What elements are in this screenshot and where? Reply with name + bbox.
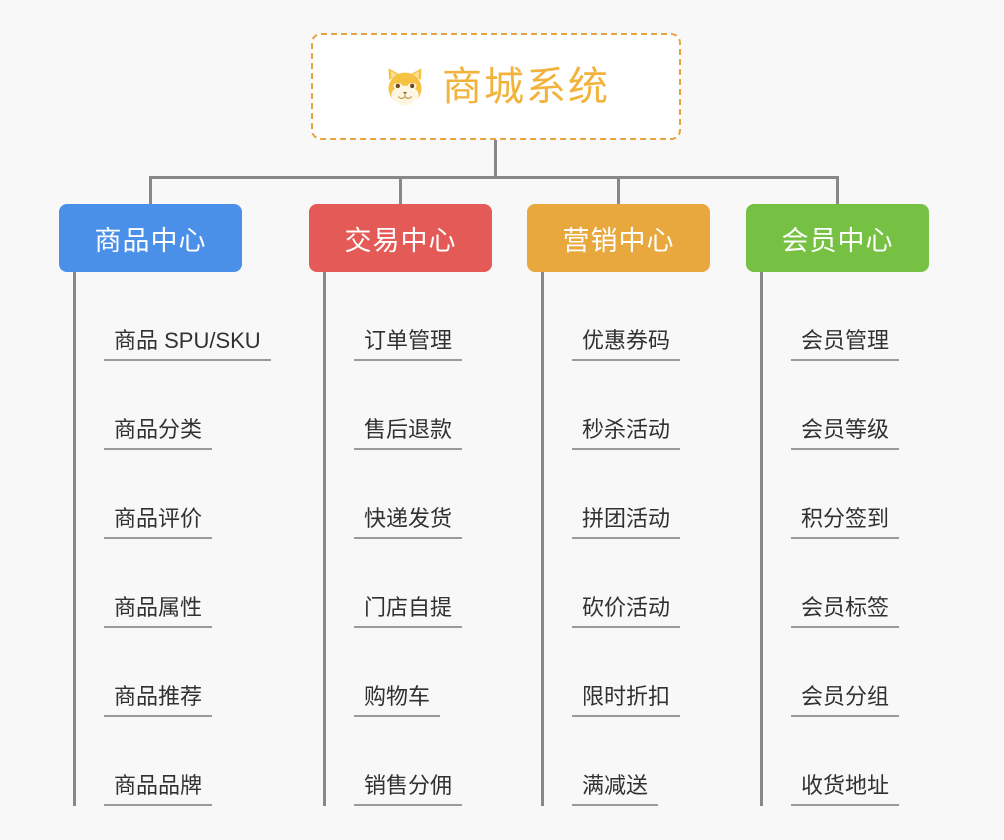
leaf-item[interactable]: 秒杀活动 [544,361,681,450]
leaf-label: 收货地址 [791,773,900,806]
leaf-item[interactable]: 拼团活动 [544,450,681,539]
leaf-label: 商品评价 [104,506,213,539]
branch-items-2: 订单管理 售后退款 快递发货 门店自提 购物车 销售分佣 [323,272,463,806]
leaf-item[interactable]: 商品品牌 [76,717,271,806]
branch-header-label-4: 会员中心 [781,225,894,256]
leaf-item[interactable]: 商品属性 [76,539,271,628]
leaf-label: 销售分佣 [354,773,463,806]
leaf-label: 售后退款 [354,417,463,450]
leaf-label: 会员分组 [791,684,900,717]
leaf-label: 会员管理 [791,328,900,361]
leaf-label: 会员等级 [791,417,900,450]
leaf-item[interactable]: 会员分组 [763,628,900,717]
branch-header-2[interactable]: 交易中心 [309,204,492,272]
leaf-label: 快递发货 [354,506,463,539]
leaf-label: 会员标签 [791,595,900,628]
branch-header-label-2: 交易中心 [344,225,457,256]
connector-root-stem [494,140,497,178]
shiba-dog-icon [382,64,428,110]
leaf-item[interactable]: 会员管理 [763,272,900,361]
branch-header-1[interactable]: 商品中心 [59,204,242,272]
branch-header-4[interactable]: 会员中心 [746,204,929,272]
root-node-title: 商城系统 [442,64,610,109]
branch-header-3[interactable]: 营销中心 [527,204,710,272]
leaf-item[interactable]: 砍价活动 [544,539,681,628]
leaf-item[interactable]: 会员标签 [763,539,900,628]
leaf-item[interactable]: 收货地址 [763,717,900,806]
leaf-label: 商品品牌 [104,773,213,806]
leaf-item[interactable]: 销售分佣 [326,717,463,806]
leaf-item[interactable]: 售后退款 [326,361,463,450]
leaf-item[interactable]: 商品评价 [76,450,271,539]
connector-horizontal-bus [149,176,838,179]
leaf-label: 订单管理 [354,328,463,361]
connector-drop-1 [149,176,152,206]
connector-drop-2 [399,176,402,206]
leaf-label: 满减送 [572,773,659,806]
leaf-item[interactable]: 优惠券码 [544,272,681,361]
leaf-item[interactable]: 满减送 [544,717,680,806]
connector-drop-3 [617,176,620,206]
leaf-item[interactable]: 积分签到 [763,450,900,539]
leaf-label: 积分签到 [791,506,900,539]
leaf-label: 限时折扣 [572,684,681,717]
leaf-label: 门店自提 [354,595,463,628]
leaf-label: 秒杀活动 [572,417,681,450]
leaf-label: 商品推荐 [104,684,213,717]
leaf-label: 砍价活动 [572,595,681,628]
leaf-label: 购物车 [354,684,441,717]
branch-items-1: 商品 SPU/SKU 商品分类 商品评价 商品属性 商品推荐 商品品牌 [73,272,271,806]
root-node-card[interactable]: 商城系统 [311,33,681,140]
branch-header-label-3: 营销中心 [562,225,675,256]
leaf-item[interactable]: 商品推荐 [76,628,271,717]
branch-items-3: 优惠券码 秒杀活动 拼团活动 砍价活动 限时折扣 满减送 [541,272,681,806]
leaf-label: 拼团活动 [572,506,681,539]
leaf-item[interactable]: 会员等级 [763,361,900,450]
leaf-item[interactable]: 门店自提 [326,539,463,628]
leaf-item[interactable]: 快递发货 [326,450,463,539]
leaf-label: 优惠券码 [572,328,681,361]
leaf-item[interactable]: 购物车 [326,628,462,717]
branch-items-4: 会员管理 会员等级 积分签到 会员标签 会员分组 收货地址 [760,272,900,806]
connector-drop-4 [836,176,839,206]
leaf-item[interactable]: 商品分类 [76,361,271,450]
leaf-label: 商品 SPU/SKU [104,328,271,361]
leaf-item[interactable]: 订单管理 [326,272,463,361]
leaf-item[interactable]: 商品 SPU/SKU [76,272,271,361]
leaf-item[interactable]: 限时折扣 [544,628,681,717]
leaf-label: 商品属性 [104,595,213,628]
branch-header-label-1: 商品中心 [94,225,207,256]
leaf-label: 商品分类 [104,417,213,450]
